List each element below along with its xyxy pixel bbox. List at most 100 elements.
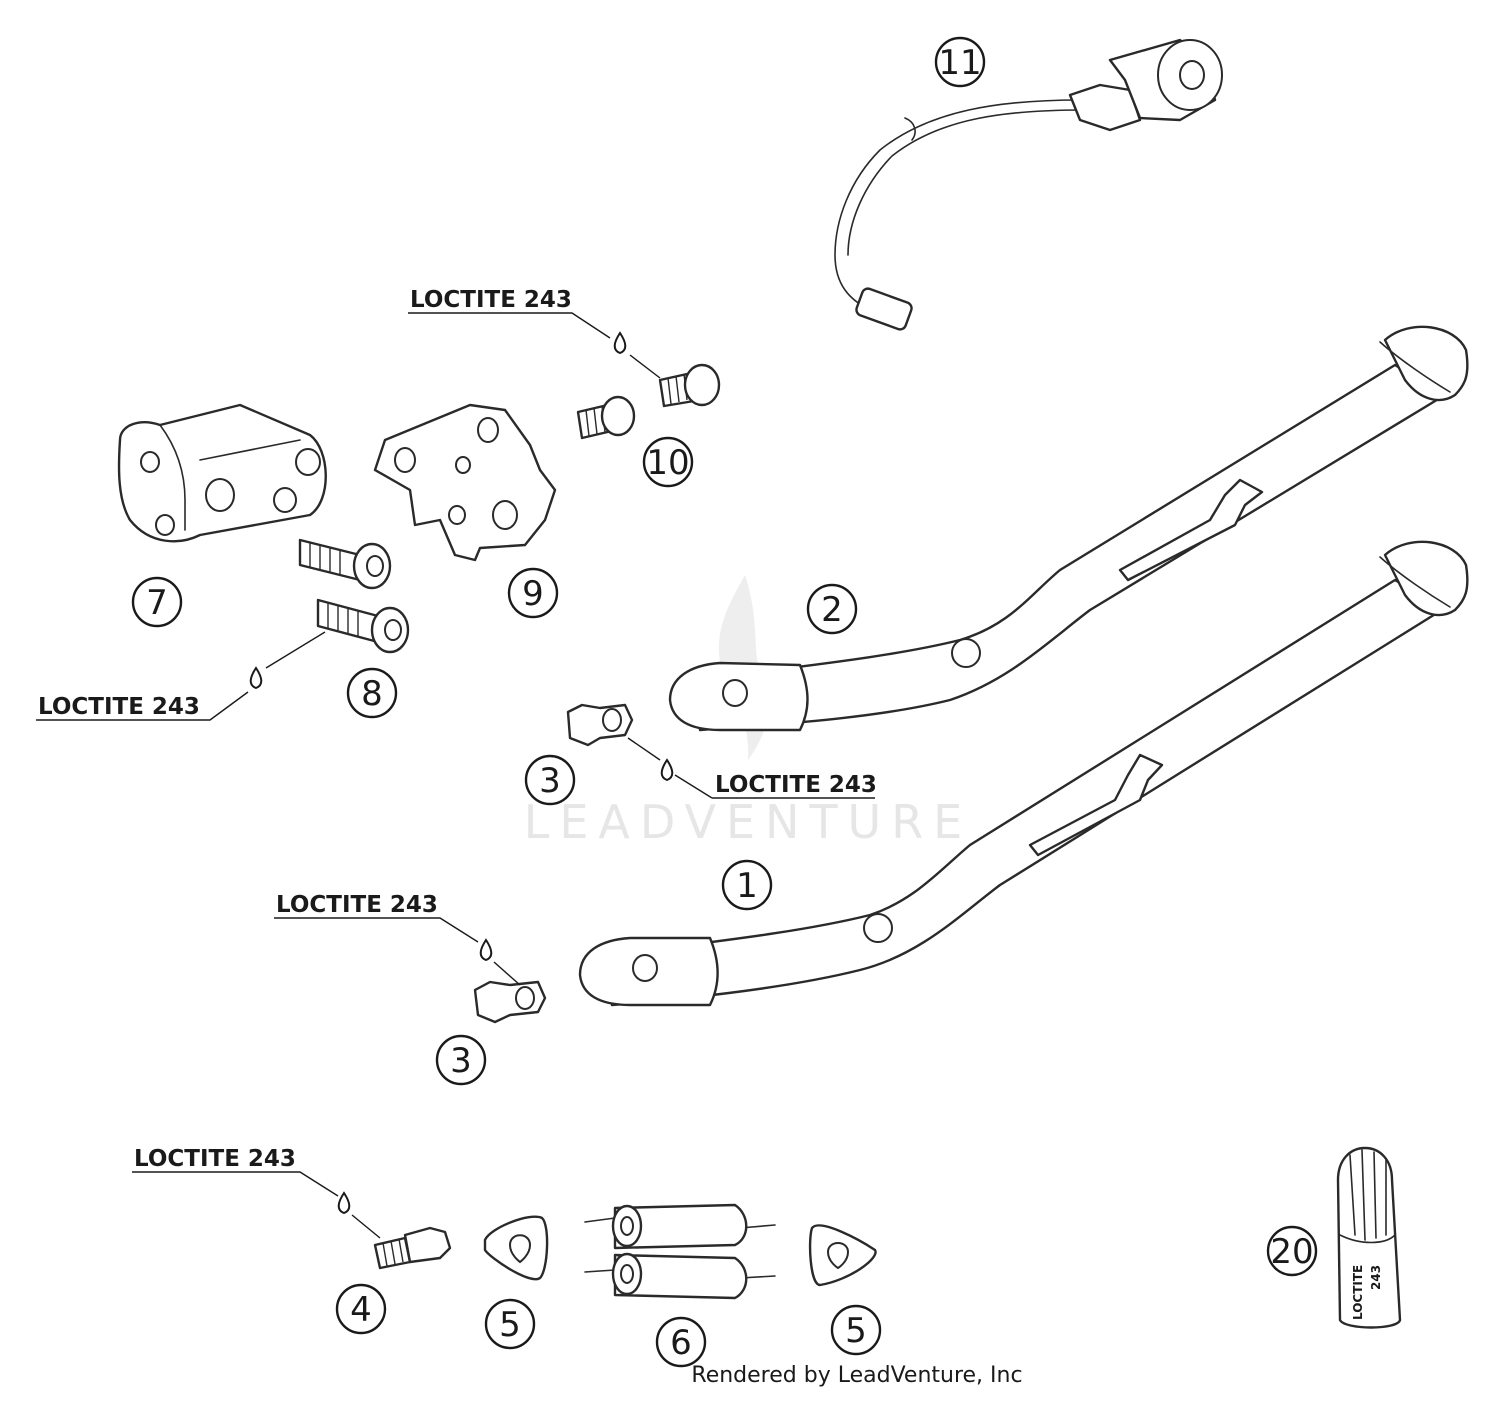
note-loctite-bottom-text: LOCTITE 243: [134, 1146, 296, 1172]
switch-center: [1179, 60, 1205, 90]
note-loctite-bolt8-text: LOCTITE 243: [38, 694, 200, 720]
leader-line: [674, 774, 875, 799]
bracket-hole-a: [205, 478, 235, 512]
pivot-screw-body: [473, 980, 547, 1024]
pivot-screw-body: [566, 703, 634, 747]
callout-11: 11: [934, 36, 986, 88]
callout-2: 2: [806, 583, 858, 635]
spring-coil: [613, 1253, 748, 1300]
screw-b: [658, 363, 721, 408]
note-loctite-bolt8: LOCTITE 243: [36, 631, 326, 721]
render-credit: Rendered by LeadVenture, Inc: [691, 1363, 1022, 1388]
stand-pin: [951, 638, 981, 668]
pivot-screw-bore: [515, 986, 535, 1010]
stand-foot-edge: [1379, 341, 1451, 393]
plate-hole-b: [477, 417, 499, 443]
callout-1: 1: [721, 859, 773, 911]
spring-end-hole: [620, 1216, 634, 1236]
plate-hole-c: [455, 456, 471, 474]
plate-hole-e: [492, 500, 518, 530]
leader-line: [274, 917, 479, 943]
note-loctite-lower: LOCTITE 243: [274, 892, 521, 986]
switch-connector: [855, 287, 913, 331]
screw-head: [600, 395, 636, 437]
bolt-thread: [309, 542, 341, 575]
leader-line: [36, 691, 249, 721]
bottle-body: [1336, 1146, 1402, 1329]
plate-hole-a: [394, 447, 416, 473]
spring-lower: [584, 1252, 776, 1300]
bottle-cap-rim: [1339, 1234, 1396, 1244]
callout-9: 9: [507, 567, 559, 619]
callout-3-lower: 3: [435, 1034, 487, 1086]
bolt-thread: [327, 602, 359, 637]
callout-10-label: 10: [646, 443, 689, 483]
loctite-drop-icon: [249, 666, 263, 690]
bolt-lower: [316, 598, 410, 654]
cable-tie: [904, 117, 916, 141]
callout-5-left-label: 5: [499, 1305, 521, 1345]
leader-line-to-part: [627, 737, 661, 761]
loctite-drop-icon: [613, 331, 627, 355]
bracket-hole-b: [273, 487, 297, 513]
leader-line-to-part: [629, 354, 661, 379]
spring-upper: [584, 1203, 776, 1250]
stand-spring-hook: [1118, 478, 1264, 582]
stand-foot-pad: [1383, 540, 1469, 617]
bracket-hole-d: [140, 451, 160, 473]
callout-11-label: 11: [938, 43, 981, 83]
leader-line-to-part: [265, 631, 326, 669]
part-7-bracket: [117, 403, 327, 543]
callout-7-label: 7: [146, 583, 168, 623]
loctite-drop-icon: [337, 1191, 351, 1215]
leader-line: [408, 312, 611, 339]
plate-body: [373, 403, 557, 562]
spring-end-hole: [620, 1264, 634, 1284]
note-loctite-mid-text: LOCTITE 243: [715, 772, 877, 798]
callout-9-label: 9: [522, 574, 544, 614]
callout-7: 7: [131, 576, 183, 628]
note-loctite-top: LOCTITE 243: [408, 287, 661, 379]
part-11-side-stand-switch: [834, 38, 1223, 331]
callout-10: 10: [642, 436, 694, 488]
leader-line-to-part: [351, 1214, 381, 1239]
stand-pivot-hole: [722, 679, 748, 707]
bracket-edge: [159, 424, 186, 531]
callout-2-label: 2: [821, 590, 843, 630]
screw-head: [683, 363, 721, 407]
callout-4: 4: [335, 1283, 387, 1335]
callout-3-upper: 3: [524, 754, 576, 806]
bottle-cap-ridges: [1349, 1149, 1387, 1241]
plate-hole-d: [448, 505, 466, 525]
part-5-plate-right: [808, 1224, 877, 1287]
callout-20-label: 20: [1270, 1232, 1313, 1272]
bottle-label-line1: LOCTITE: [1351, 1265, 1365, 1320]
callout-1-label: 1: [736, 866, 758, 906]
part-5-plate-left: [483, 1215, 549, 1281]
part-3-pivot-screw-lower: [473, 980, 547, 1024]
bracket-ridge: [199, 439, 301, 461]
switch-cable-boot: [1068, 83, 1142, 132]
note-loctite-lower-text: LOCTITE 243: [276, 892, 438, 918]
part-3-pivot-screw-upper: [566, 703, 634, 747]
note-loctite-top-text: LOCTITE 243: [410, 287, 572, 313]
screw-a: [576, 395, 636, 440]
switch-cable-inner: [847, 109, 1086, 256]
bolt-socket: [366, 555, 384, 577]
bracket-hole-e: [155, 514, 175, 536]
pivot-screw-bore: [602, 708, 622, 732]
triangle-plate-hole: [508, 1234, 532, 1264]
part-6-springs: [584, 1203, 776, 1300]
leader-line: [132, 1171, 339, 1197]
stud-thread: [382, 1238, 404, 1267]
loctite-drop-icon: [660, 758, 674, 782]
bottle-label-line2: 243: [1369, 1265, 1383, 1290]
part-10-screws: [576, 363, 721, 440]
callout-3-lower-label: 3: [450, 1041, 472, 1081]
note-loctite-bottom: LOCTITE 243: [132, 1146, 381, 1239]
callout-20: 20: [1266, 1225, 1318, 1277]
callout-6: 6: [655, 1316, 707, 1368]
spring-coil: [613, 1203, 748, 1250]
part-8-bolts: [298, 538, 410, 654]
triangle-plate-hole: [826, 1242, 850, 1270]
